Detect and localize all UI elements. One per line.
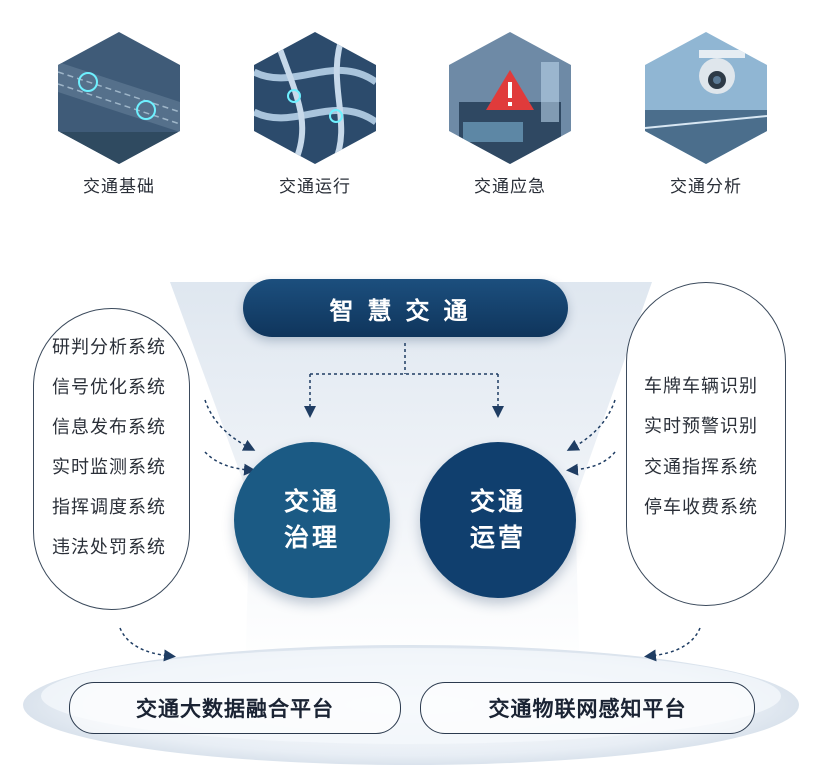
left-system-item: 研判分析系统 — [52, 337, 166, 358]
left-systems-box — [33, 308, 190, 610]
operation-line1: 交通 — [469, 487, 526, 516]
right-system-item: 停车收费系统 — [644, 497, 758, 518]
tile-label-3: 交通应急 — [474, 177, 546, 197]
governance-line2: 治理 — [283, 523, 340, 552]
center-title-pill: 智慧交通 — [243, 279, 568, 337]
left-system-item: 信息发布系统 — [52, 417, 166, 438]
left-system-item: 实时监测系统 — [52, 457, 166, 478]
tile-label-2: 交通运行 — [279, 177, 351, 197]
interchange-aerial-image — [254, 32, 376, 164]
tile-label-4: 交通分析 — [670, 177, 742, 197]
right-system-item: 车牌车辆识别 — [644, 376, 758, 397]
tile-label-1: 交通基础 — [83, 177, 155, 197]
right-systems-box — [626, 282, 786, 606]
iot-platform: 交通物联网感知平台 — [420, 682, 755, 734]
right-system-item: 实时预警识别 — [644, 416, 758, 437]
governance-line1: 交通 — [283, 487, 340, 516]
left-system-item: 指挥调度系统 — [52, 497, 166, 518]
left-system-item: 违法处罚系统 — [52, 537, 166, 558]
right-system-item: 交通指挥系统 — [644, 457, 758, 478]
bigdata-platform: 交通大数据融合平台 — [69, 682, 401, 734]
governance-circle: 交通 治理 — [234, 442, 390, 598]
operation-circle: 交通 运营 — [420, 442, 576, 598]
left-system-item: 信号优化系统 — [52, 377, 166, 398]
operation-line2: 运营 — [469, 523, 526, 552]
